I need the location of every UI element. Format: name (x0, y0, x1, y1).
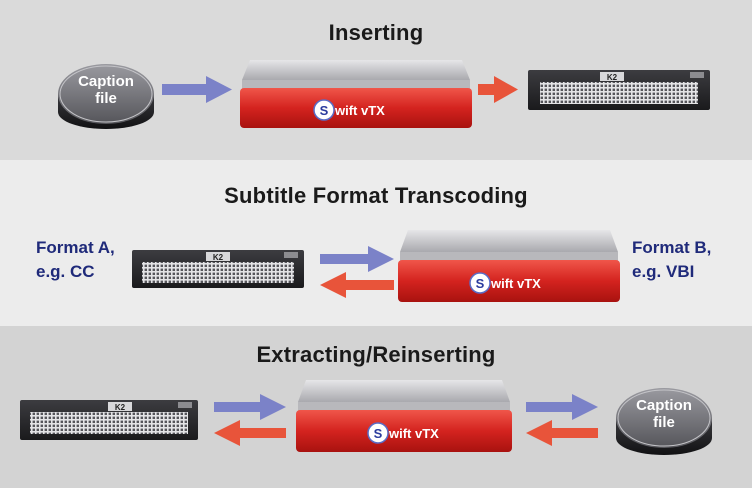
swift-vtx-device-2: S wift vTX (398, 230, 620, 302)
arrow-right-blue-4 (526, 394, 598, 420)
format-a-line2: e.g. CC (36, 262, 95, 281)
caption-file-label-1: Caption (78, 73, 134, 90)
title-inserting: Inserting (328, 20, 424, 45)
caption-file-label-4: file (653, 414, 675, 431)
caption-file-label-2: file (95, 90, 117, 107)
format-a-line1: Format A, (36, 238, 115, 257)
swift-vtx-name-1: wift vTX (334, 103, 385, 118)
format-b-label: Format B, e.g. VBI (632, 236, 711, 284)
swift-logo-letter-3: S (374, 426, 383, 441)
format-a-label: Format A, e.g. CC (36, 236, 115, 284)
k2-badge-3: K2 (115, 403, 126, 412)
k2-server-2: K2 (132, 250, 304, 288)
caption-file-label-3: Caption (636, 397, 692, 414)
swift-logo-letter-2: S (476, 276, 485, 291)
arrow-right-blue-3 (214, 394, 286, 420)
caption-file-disk-2: Caption file (616, 388, 712, 455)
arrow-left-red-3 (214, 420, 286, 446)
caption-file-disk-1: Caption file (58, 64, 154, 129)
title-transcoding: Subtitle Format Transcoding (224, 183, 528, 208)
swift-logo-letter-1: S (320, 103, 329, 118)
arrow-right-blue-2 (320, 246, 394, 272)
swift-vtx-device-1: S wift vTX (240, 60, 472, 128)
k2-badge-2: K2 (213, 253, 224, 262)
swift-vtx-name-2: wift vTX (490, 276, 541, 291)
arrow-right-blue-1 (162, 76, 232, 103)
swift-vtx-device-3: S wift vTX (296, 380, 512, 452)
k2-server-1: K2 (528, 70, 710, 110)
k2-badge-1: K2 (607, 73, 618, 82)
panel-transcoding (0, 160, 752, 326)
swift-vtx-name-3: wift vTX (388, 426, 439, 441)
arrow-left-red-4 (526, 420, 598, 446)
arrow-left-red-2 (320, 272, 394, 298)
title-extracting: Extracting/Reinserting (256, 342, 496, 367)
format-b-line1: Format B, (632, 238, 712, 257)
format-b-line2: e.g. VBI (632, 262, 695, 281)
k2-server-3: K2 (20, 400, 198, 440)
arrow-right-red-1 (478, 76, 518, 103)
